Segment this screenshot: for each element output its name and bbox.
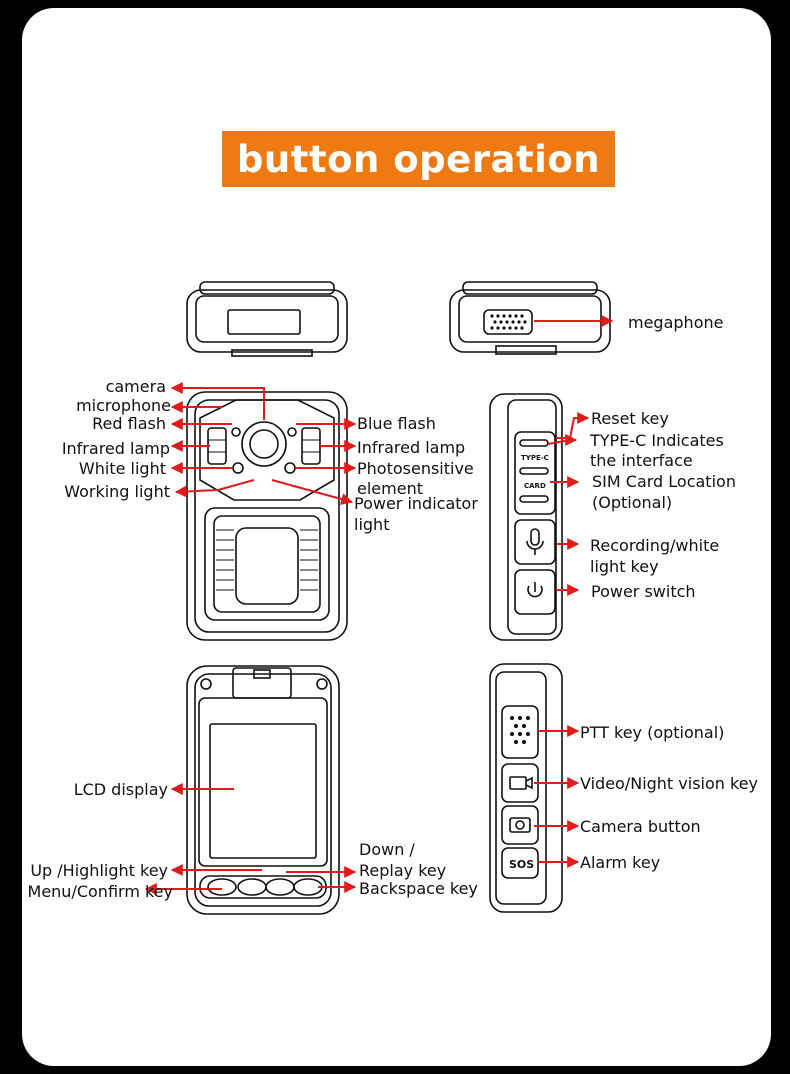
- type-c-marking: TYPE-C: [521, 454, 549, 462]
- callout-arrows: [144, 315, 614, 895]
- label-alarm-key: Alarm key: [580, 853, 660, 872]
- power-key[interactable]: [514, 569, 556, 615]
- label-microphone: microphone: [76, 396, 171, 415]
- label-menu-confirm: Menu/Confirm key: [28, 882, 173, 901]
- label-up-highlight: Up /Highlight key: [30, 861, 168, 880]
- label-infrared-lamp-left: Infrared lamp: [62, 439, 170, 458]
- label-type-c: TYPE-C Indicates: [589, 431, 724, 450]
- device-side-view-ports: TYPE-C CARD: [489, 393, 563, 641]
- menu-confirm-button[interactable]: [207, 878, 237, 896]
- label-white-light: White light: [79, 459, 166, 478]
- device-back-view: [186, 665, 340, 915]
- label-reset-key: Reset key: [591, 409, 669, 428]
- label-down-2: Replay key: [359, 861, 446, 880]
- power-icon: [527, 582, 543, 598]
- label-power-indicator-2: light: [354, 515, 389, 534]
- device-top-view: [186, 281, 348, 357]
- megaphone-grille-icon: [490, 314, 527, 330]
- device-front-view: [186, 391, 348, 641]
- label-photosensitive-2: element: [357, 479, 423, 498]
- recording-key[interactable]: [514, 519, 556, 565]
- label-sim-card-2: (Optional): [592, 493, 672, 512]
- callout-labels: megaphone camera microphone Red flash In…: [28, 313, 759, 901]
- label-blue-flash: Blue flash: [357, 414, 436, 433]
- title-banner: button operation: [222, 131, 615, 187]
- ptt-grille-icon: [510, 716, 530, 744]
- label-red-flash: Red flash: [92, 414, 166, 433]
- lcd-screen: [209, 723, 317, 859]
- label-backspace: Backspace key: [359, 879, 478, 898]
- label-type-c-2: the interface: [590, 451, 693, 470]
- label-photosensitive: Photosensitive: [357, 459, 474, 478]
- label-recording: Recording/white: [590, 536, 719, 555]
- device-side-view-keys: SOS: [489, 663, 563, 913]
- label-down: Down /: [359, 840, 415, 859]
- label-recording-2: light key: [590, 557, 659, 576]
- page-title: button operation: [236, 137, 601, 181]
- device-bottom-view: [449, 281, 611, 355]
- card-marking: CARD: [524, 482, 546, 490]
- sos-marking: SOS: [509, 858, 534, 871]
- label-ptt-key: PTT key (optional): [580, 723, 724, 742]
- label-infrared-lamp-right: Infrared lamp: [357, 438, 465, 457]
- label-camera: camera: [106, 377, 166, 396]
- label-working-light: Working light: [64, 482, 170, 501]
- label-sim-card: SIM Card Location: [592, 472, 736, 491]
- label-power-switch: Power switch: [591, 582, 696, 601]
- camera-icon: [509, 817, 531, 833]
- microphone-icon: [526, 528, 544, 555]
- video-camera-icon: [509, 776, 533, 790]
- label-power-indicator: Power indicator: [354, 494, 478, 513]
- label-megaphone: megaphone: [628, 313, 723, 332]
- label-video-night: Video/Night vision key: [580, 774, 758, 793]
- label-lcd-display: LCD display: [74, 780, 168, 799]
- label-camera-button: Camera button: [580, 817, 701, 836]
